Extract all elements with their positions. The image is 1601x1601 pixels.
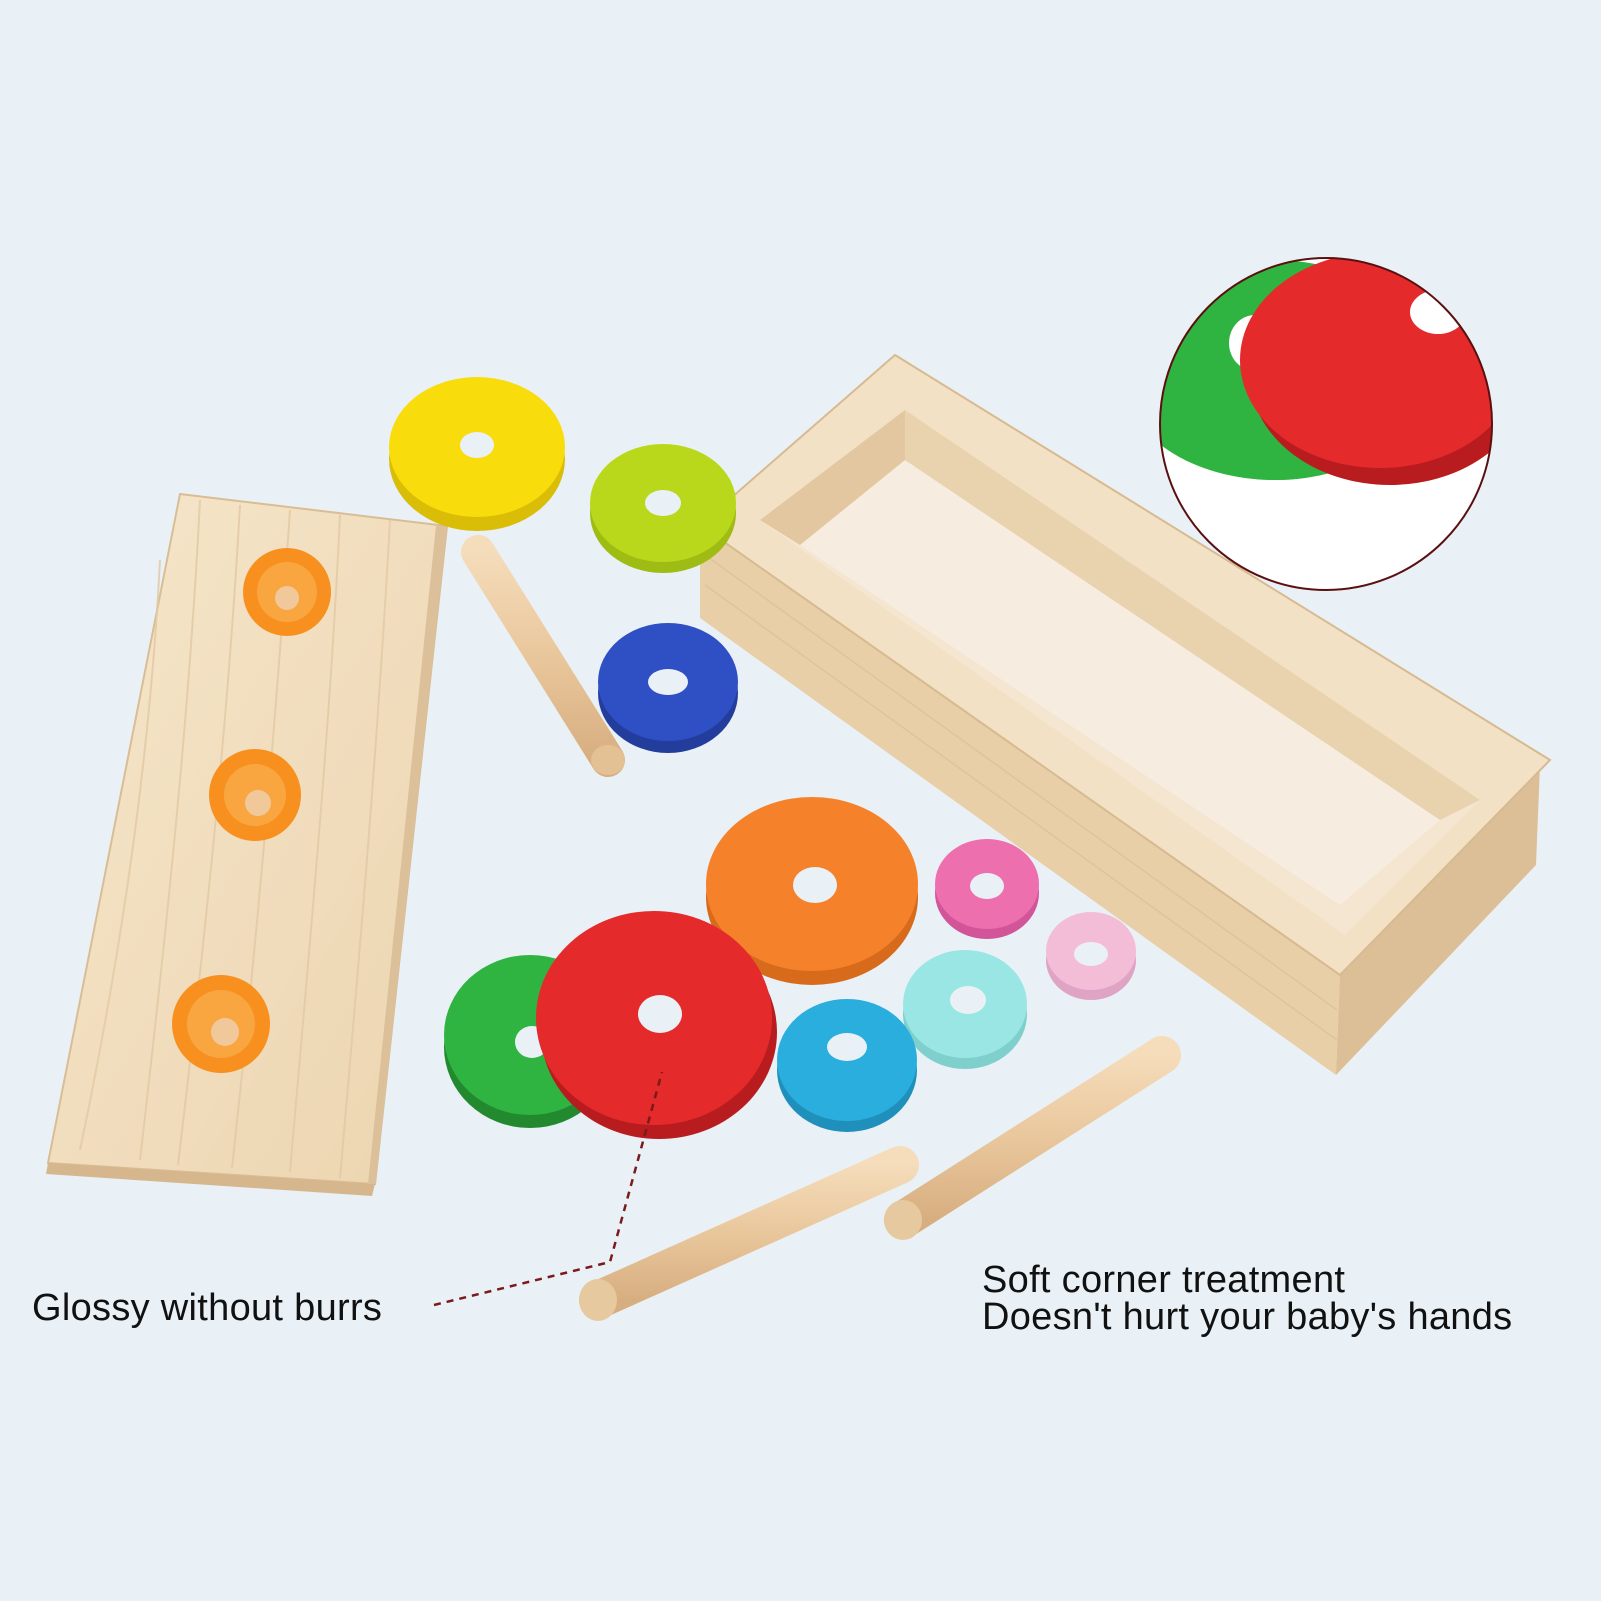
aqua-ring (903, 950, 1027, 1069)
blue-ring (598, 623, 738, 753)
board-peg-middle (209, 749, 301, 841)
loose-peg-bottom-left (579, 1146, 919, 1321)
light-pink-ring (1046, 912, 1136, 1000)
caption-soft-corner-line2: Doesn't hurt your baby's hands (982, 1296, 1513, 1338)
board-peg-bottom (172, 975, 270, 1073)
orange-ring (706, 797, 918, 985)
loose-peg-bottom-right (884, 1036, 1181, 1240)
wooden-box (698, 353, 1552, 1075)
sky-blue-ring (777, 999, 917, 1132)
yellow-ring (389, 377, 565, 531)
caption-glossy: Glossy without burrs (32, 1287, 383, 1329)
callout-dashed-line (433, 1071, 664, 1307)
board-peg-top (243, 548, 331, 636)
red-ring (536, 911, 777, 1139)
lime-ring (590, 444, 736, 573)
pink-ring (935, 839, 1039, 939)
caption-soft-corner: Soft corner treatment Doesn't hurt your … (982, 1259, 1513, 1338)
caption-soft-corner-line1: Soft corner treatment (982, 1259, 1346, 1301)
loose-peg-top (461, 535, 625, 777)
